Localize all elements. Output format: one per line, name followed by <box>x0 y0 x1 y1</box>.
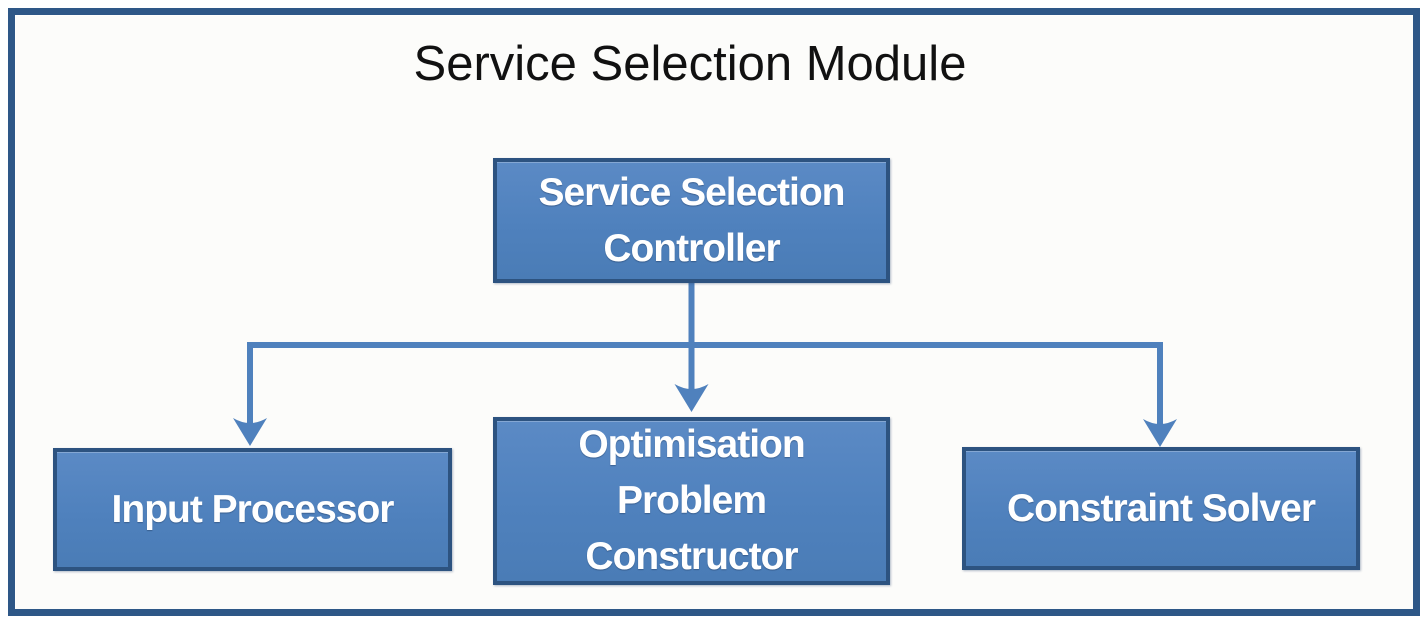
node-input-processor: Input Processor <box>53 448 452 571</box>
diagram-title: Service Selection Module <box>413 37 967 91</box>
node-optimisation-problem-constructor: Optimisation Problem Constructor <box>493 417 890 585</box>
node-service-selection-controller: Service Selection Controller <box>493 158 890 283</box>
node-constraint-solver: Constraint Solver <box>962 447 1360 570</box>
